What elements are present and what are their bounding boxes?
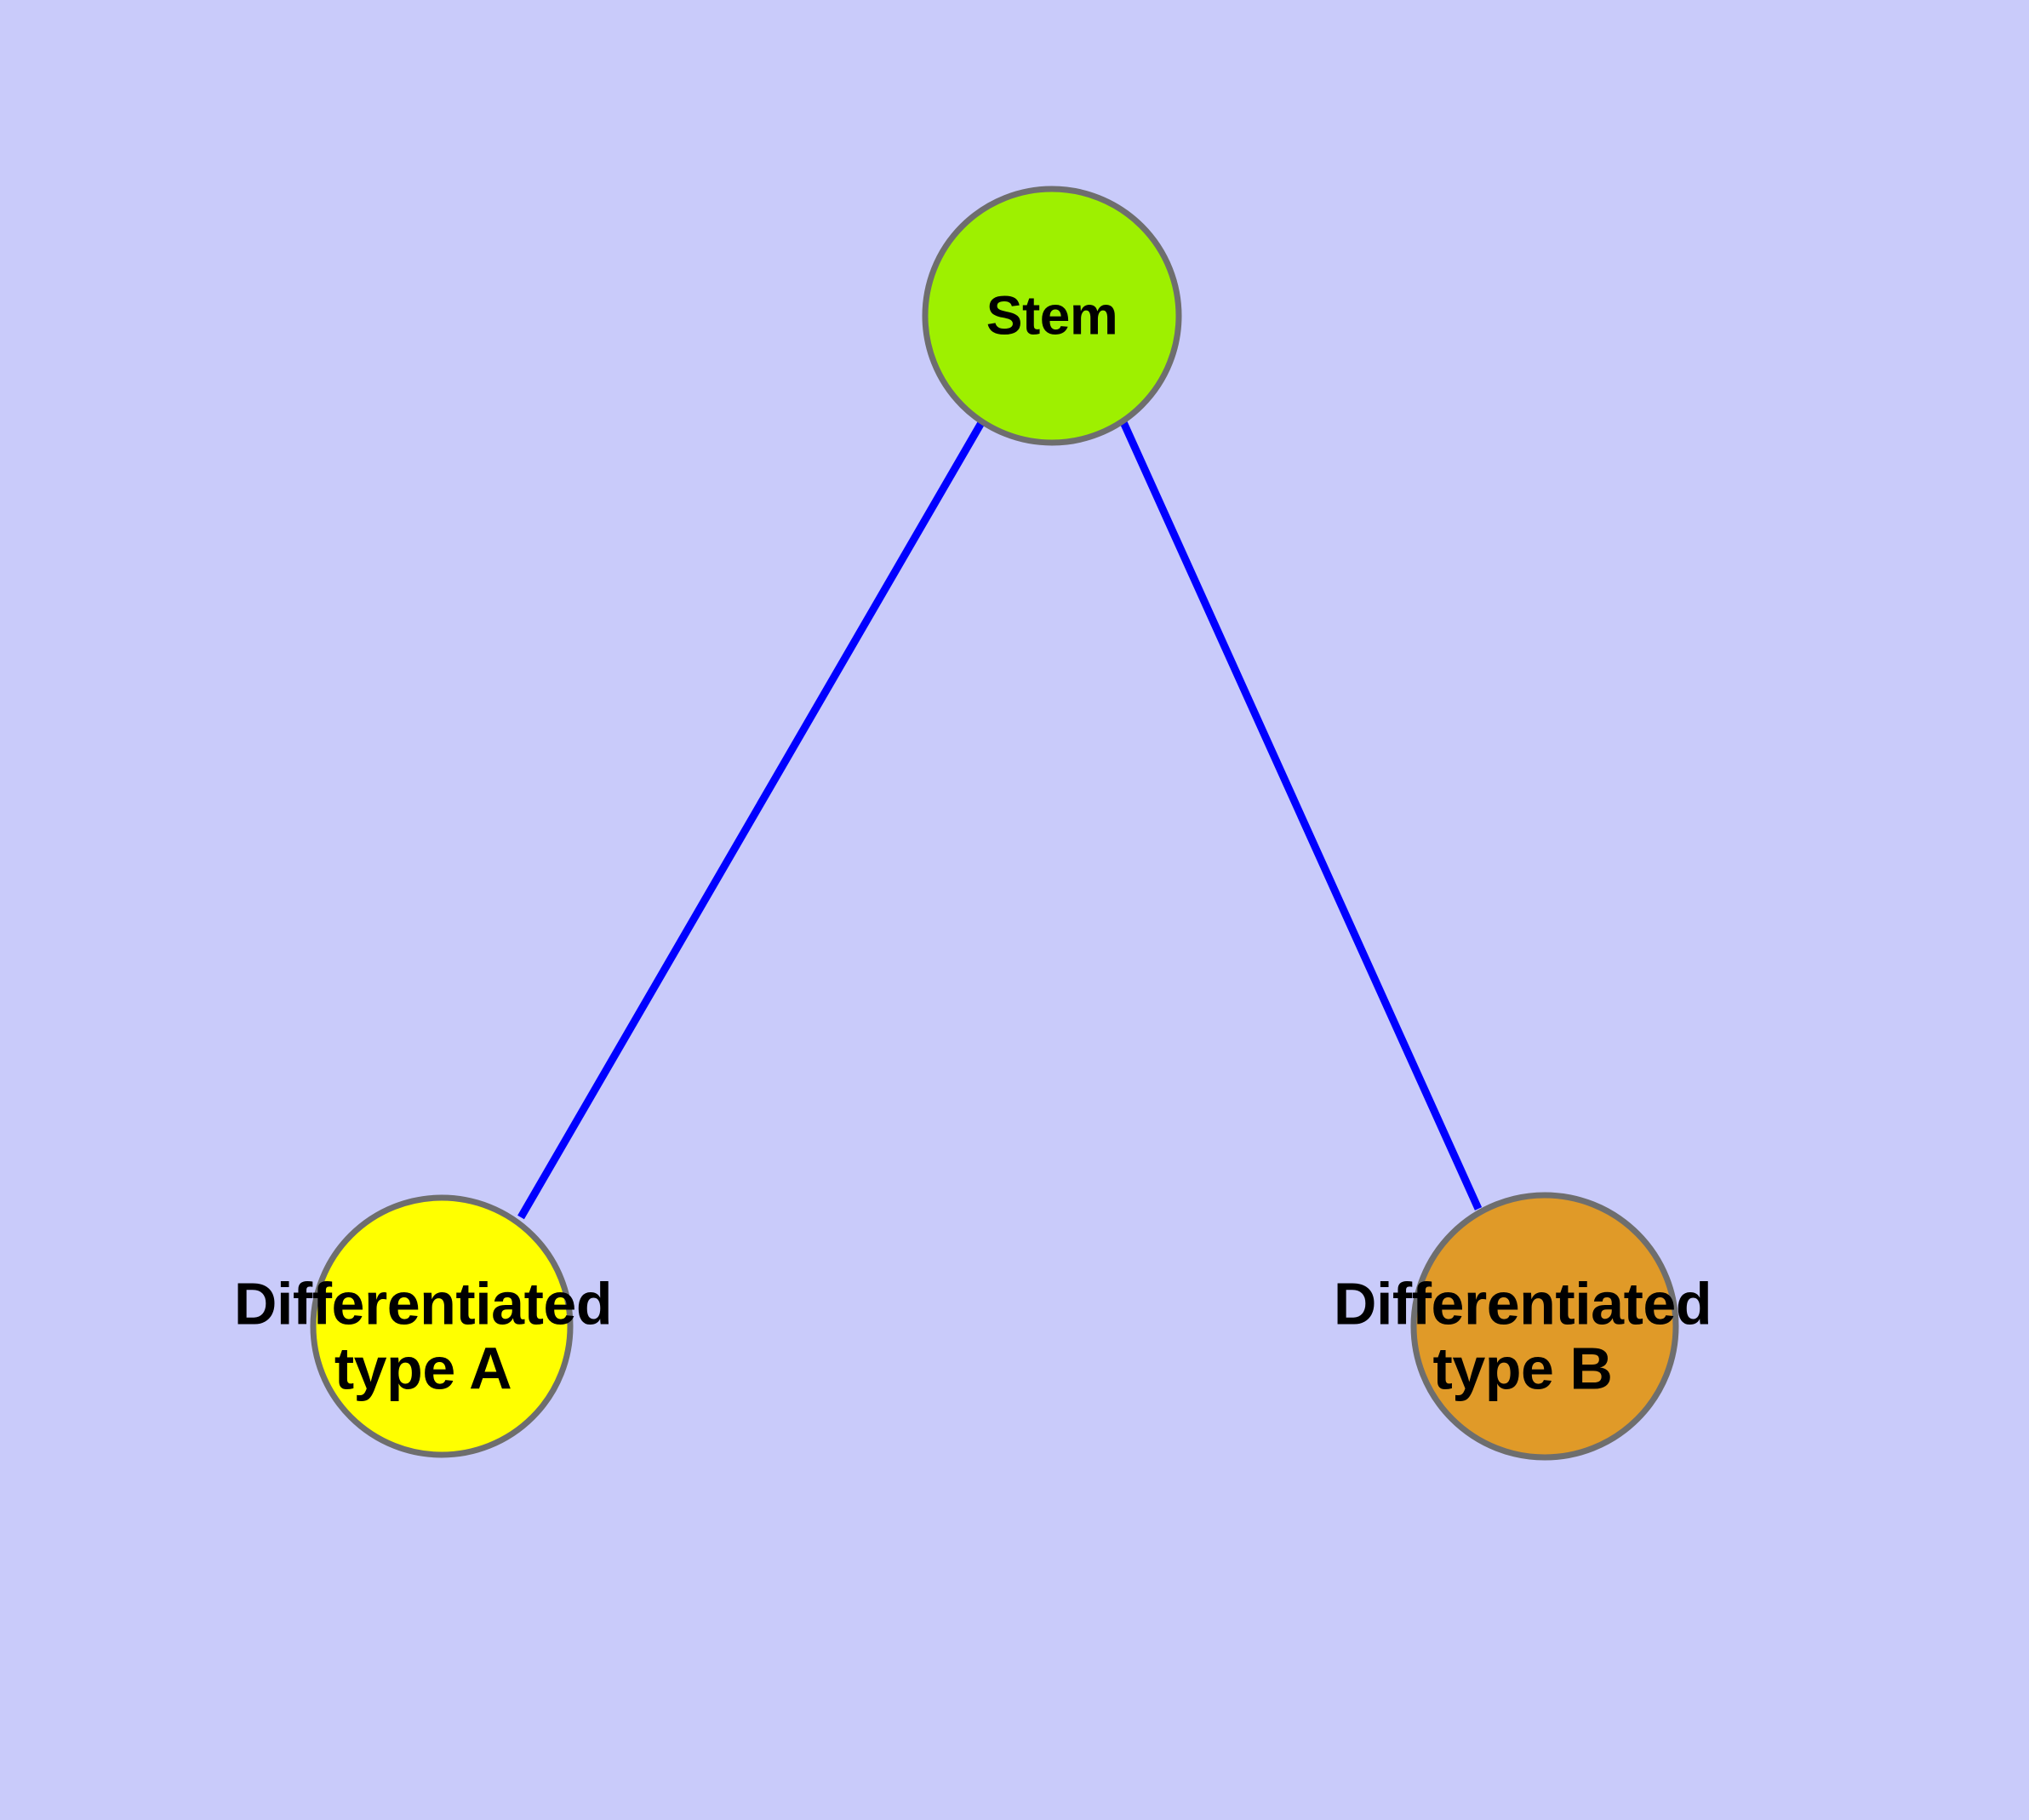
node-differentiated-type-b[interactable] xyxy=(1410,1192,1679,1461)
edge-stem-to-differentiated-type-a[interactable] xyxy=(517,419,986,1220)
edge-layer xyxy=(517,419,1483,1220)
node-differentiated-type-a[interactable] xyxy=(310,1194,574,1458)
edge-stem-to-differentiated-type-b[interactable] xyxy=(1119,421,1483,1210)
node-stem[interactable] xyxy=(922,186,1182,446)
node-layer xyxy=(310,186,1679,1461)
